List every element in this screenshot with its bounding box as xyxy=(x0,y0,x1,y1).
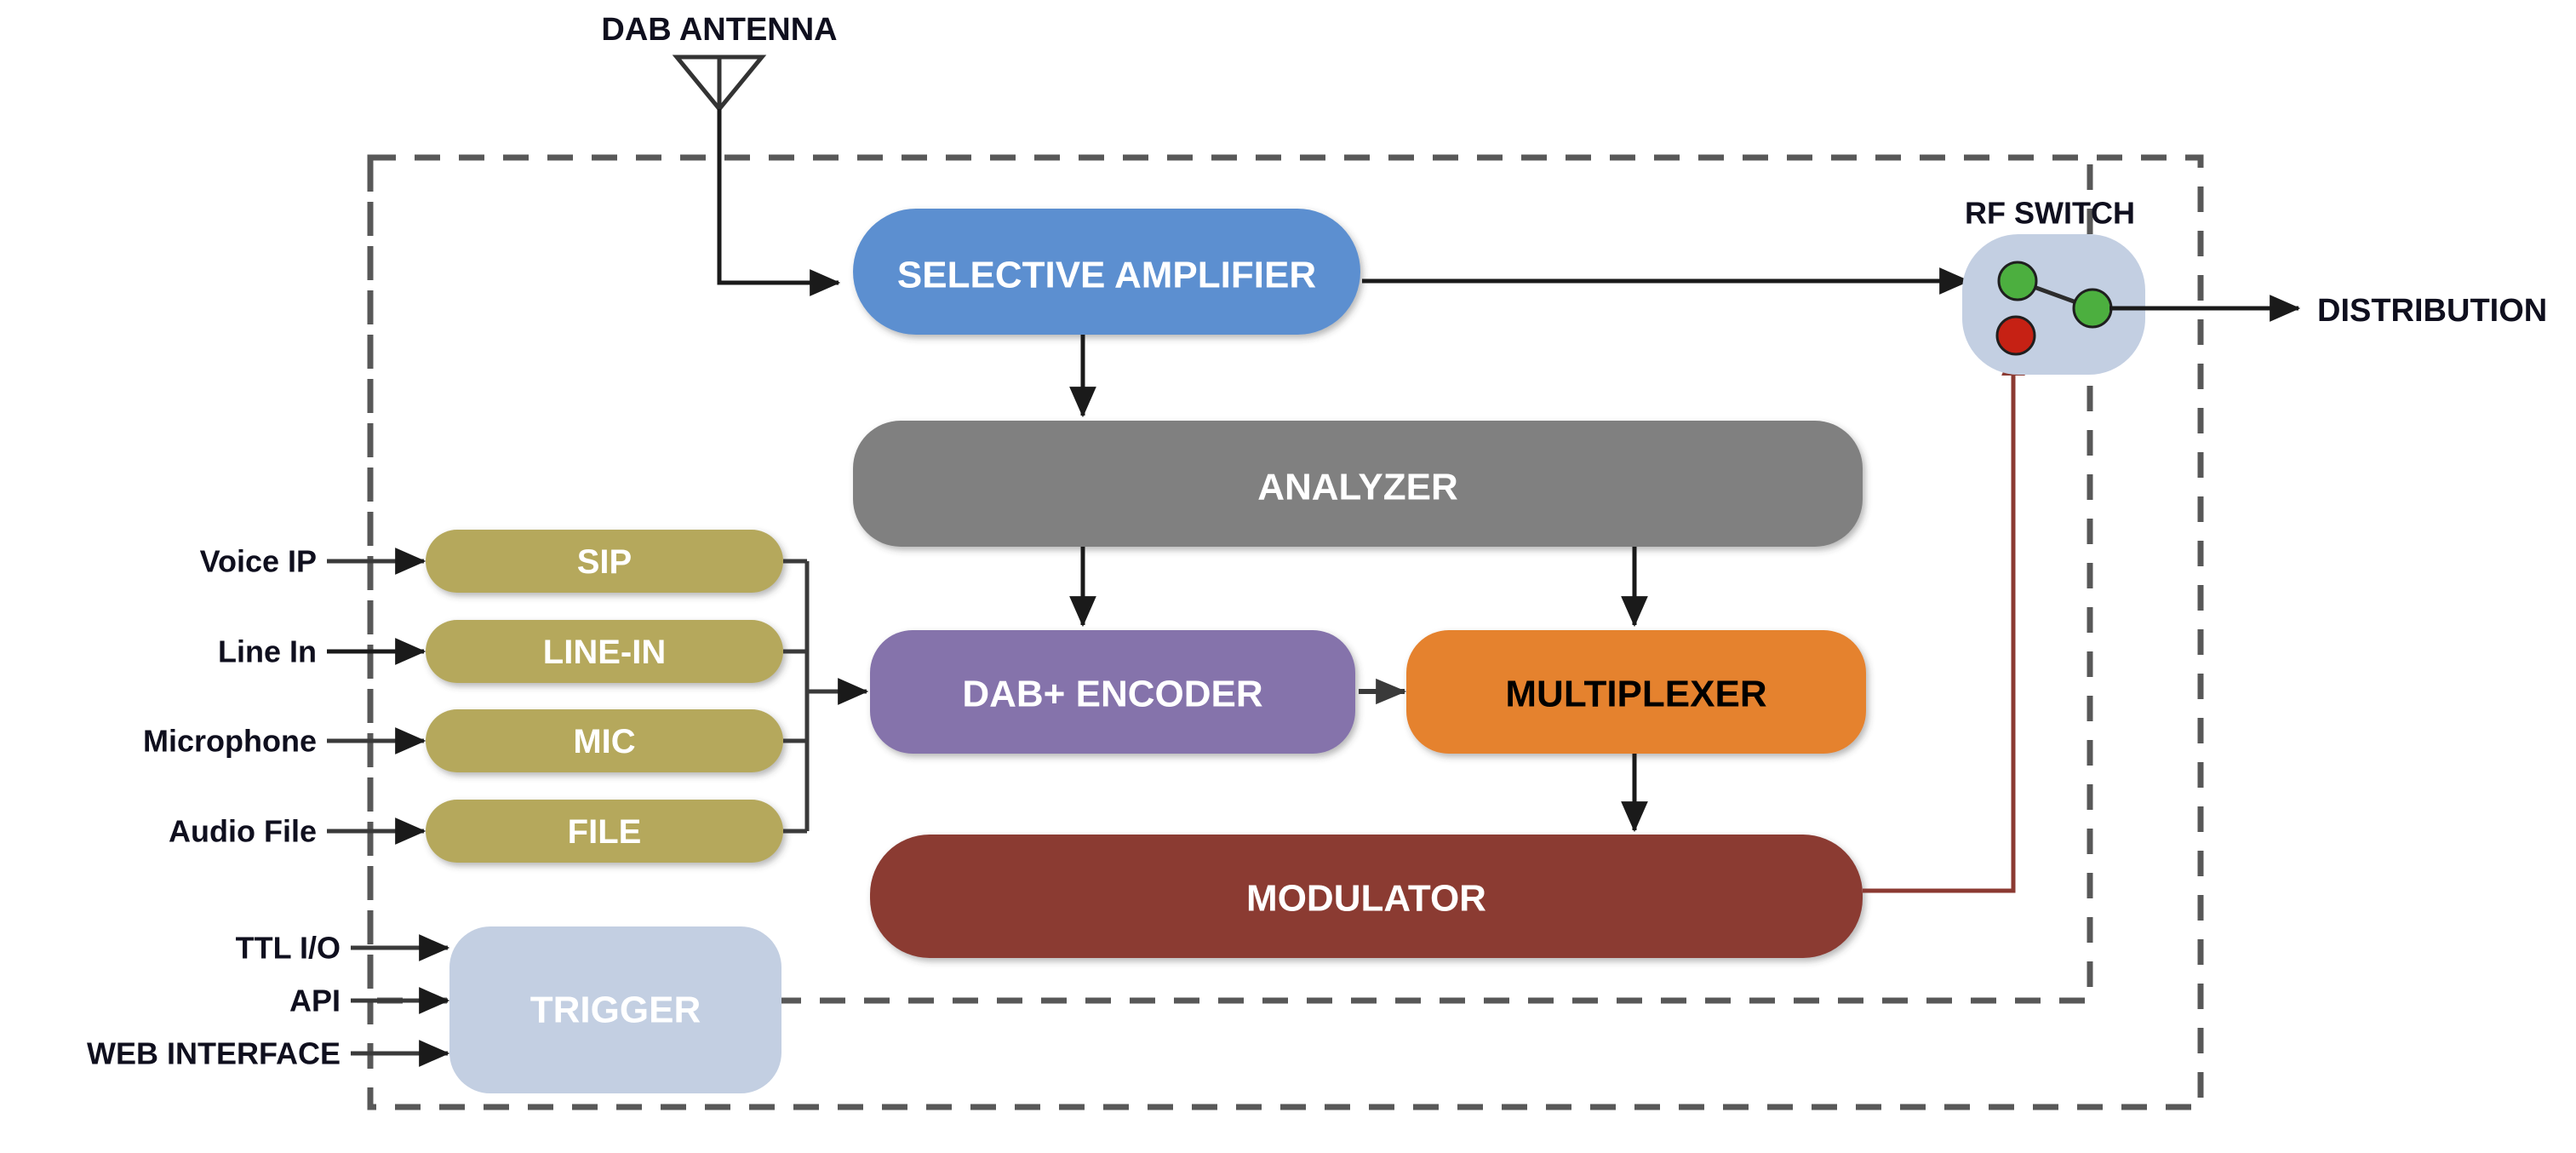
input-label-microphone: Microphone xyxy=(143,724,317,759)
selective-amplifier-shape xyxy=(853,209,1360,335)
input-label-voice-ip: Voice IP xyxy=(200,544,317,579)
mic-label: MIC xyxy=(573,723,635,760)
input-label-audio-file: Audio File xyxy=(169,814,317,849)
dab-encoder-label: DAB+ ENCODER xyxy=(962,674,1262,715)
block-modulator[interactable]: MODULATOR xyxy=(870,835,1863,958)
multiplexer-shape xyxy=(1406,630,1866,754)
dab-encoder-shape xyxy=(870,630,1355,754)
input-label-web-interface: WEB INTERFACE xyxy=(87,1036,341,1071)
block-dab-encoder[interactable]: DAB+ ENCODER xyxy=(870,630,1355,754)
sip-label: SIP xyxy=(577,543,632,581)
block-multiplexer[interactable]: MULTIPLEXER xyxy=(1406,630,1866,754)
inner-boundary xyxy=(367,154,2093,1004)
antenna-label: DAB ANTENNA xyxy=(601,12,837,48)
trigger-shape xyxy=(449,926,781,1093)
block-line-in[interactable]: LINE-IN xyxy=(426,620,783,683)
file-label: FILE xyxy=(568,813,642,851)
modulator-to-rfswitch-line xyxy=(1863,347,2025,893)
rf-switch-modulator-node[interactable] xyxy=(1995,315,2036,356)
rf-switch[interactable] xyxy=(1962,234,2145,375)
modulator-shape xyxy=(870,835,1863,958)
analyzer-label: ANALYZER xyxy=(1257,467,1458,508)
analyzer-shape xyxy=(853,421,1863,547)
block-sip[interactable]: SIP xyxy=(426,530,783,593)
trigger-label: TRIGGER xyxy=(530,990,701,1031)
block-file[interactable]: FILE xyxy=(426,800,783,863)
multiplexer-label: MULTIPLEXER xyxy=(1505,674,1766,715)
outer-boundary xyxy=(367,154,2204,1110)
line-in-label: LINE-IN xyxy=(543,634,666,671)
block-selective-amplifier[interactable]: SELECTIVE AMPLIFIER xyxy=(853,209,1360,335)
input-label-ttl-io: TTL I/O xyxy=(236,931,341,966)
line-in-shape xyxy=(426,620,783,683)
rf-switch-input-node[interactable] xyxy=(1997,261,2038,301)
block-mic[interactable]: MIC xyxy=(426,709,783,772)
distribution-label: DISTRIBUTION xyxy=(2317,293,2547,329)
modulator-label: MODULATOR xyxy=(1246,878,1486,920)
rf-switch-body xyxy=(1962,234,2145,375)
antenna-feed-line xyxy=(717,109,841,296)
block-analyzer[interactable]: ANALYZER xyxy=(853,421,1863,547)
sip-shape xyxy=(426,530,783,593)
rf-switch-label: RF SWITCH xyxy=(1965,196,2135,231)
selective-amplifier-label: SELECTIVE AMPLIFIER xyxy=(897,255,1316,296)
rf-switch-output-node[interactable] xyxy=(2072,288,2113,329)
block-trigger[interactable]: TRIGGER xyxy=(449,926,781,1093)
input-label-line-in: Line In xyxy=(218,634,317,669)
input-label-api: API xyxy=(289,984,341,1018)
file-shape xyxy=(426,800,783,863)
mic-shape xyxy=(426,709,783,772)
audio-source-bus xyxy=(783,559,869,834)
